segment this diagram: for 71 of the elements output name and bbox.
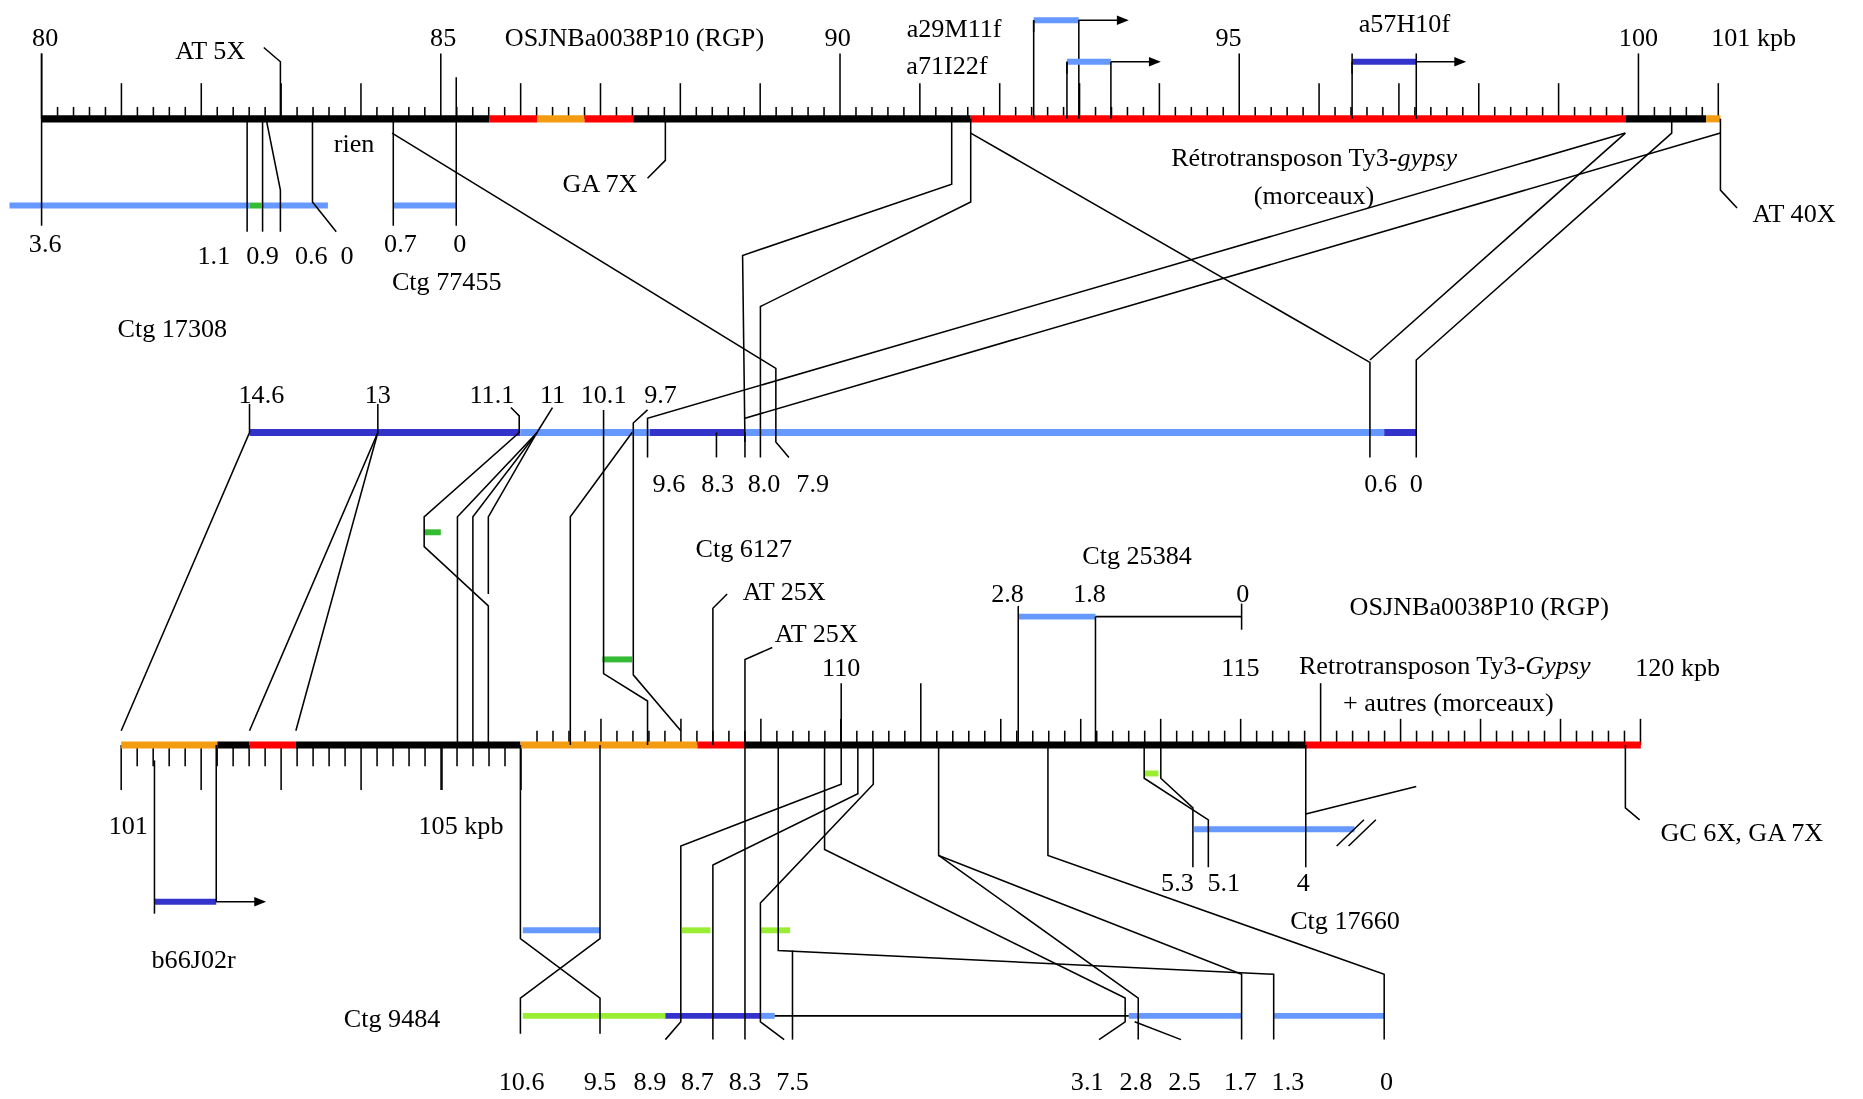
position-number: 0 [1236, 581, 1250, 608]
clone-label: OSJNBa0038P10 (RGP) [1349, 594, 1609, 621]
scale-number: 105 kpb [418, 812, 504, 839]
position-number: 9.5 [583, 1068, 617, 1095]
position-number: 8.0 [747, 470, 781, 497]
position-number: 7.9 [796, 470, 829, 497]
position-number: 4 [1296, 869, 1310, 896]
position-number: 1.7 [1224, 1068, 1257, 1095]
position-number: 9.6 [652, 470, 686, 497]
position-number: 8.7 [681, 1068, 714, 1095]
clone-label: b66J02r [151, 946, 236, 974]
position-number: 13 [364, 381, 391, 408]
clone-label: a29M11f [906, 15, 1002, 42]
position-number: 11.1 [469, 381, 515, 408]
scale-number: 101 kpb [1711, 24, 1797, 52]
contig-label: Ctg 6127 [695, 535, 793, 562]
position-number: 1.1 [197, 242, 231, 269]
annotation-label: (morceaux) [1253, 182, 1375, 210]
position-number: 7.5 [776, 1068, 809, 1095]
clone-label: OSJNBa0038P10 (RGP) [504, 24, 765, 52]
position-number: 11 [539, 381, 566, 408]
position-number: 3.6 [28, 230, 62, 257]
scale-number: 85 [430, 24, 457, 52]
position-number: 0.6 [294, 242, 328, 269]
contig-label: Ctg 9484 [343, 1005, 441, 1032]
position-number: 3.1 [1070, 1068, 1104, 1095]
clone-label: a57H10f [1358, 10, 1451, 37]
position-number: 0.9 [246, 242, 279, 269]
scale-number: 80 [32, 24, 59, 52]
contig-label: Ctg 17660 [1290, 907, 1400, 934]
position-number: 8.9 [633, 1068, 667, 1095]
scale-number: 115 [1221, 654, 1260, 681]
scale-number: 95 [1215, 24, 1242, 52]
repeat-label: AT 40X [1752, 200, 1836, 227]
position-number: 0.7 [384, 230, 417, 257]
position-number: 0 [453, 230, 467, 257]
annotation-label: Rétrotransposon Ty3-gypsy [1171, 144, 1458, 172]
position-number: 1.3 [1271, 1068, 1305, 1095]
scale-number: 110 [822, 654, 861, 681]
position-number: 0 [1409, 470, 1423, 497]
annotation-label: Retrotransposon Ty3-Gypsy [1298, 652, 1591, 679]
scale-number: 120 kpb [1635, 654, 1721, 681]
position-number: 9.7 [644, 381, 677, 408]
position-number: 2.5 [1168, 1068, 1201, 1095]
repeat-label: AT 25X [742, 578, 826, 605]
repeat-label: AT 5X [175, 38, 246, 65]
contig-label: Ctg 77455 [391, 268, 502, 295]
scale-number: 90 [824, 24, 851, 52]
position-number: 5.1 [1207, 869, 1241, 896]
annotation-label: + autres (morceaux) [1343, 689, 1554, 716]
position-number: 14.6 [238, 381, 285, 408]
repeat-label: GA 7X [562, 171, 638, 198]
repeat-label: GC 6X, GA 7X [1660, 819, 1824, 846]
position-number: 2.8 [1119, 1068, 1153, 1095]
note: rien [333, 130, 375, 157]
scale-number: 100 [1618, 24, 1659, 52]
contig-label: Ctg 25384 [1082, 543, 1192, 570]
position-number: 1.8 [1073, 581, 1106, 608]
scale-number: 101 [108, 812, 148, 839]
position-number: 8.3 [701, 470, 734, 497]
position-number: 5.3 [1161, 869, 1194, 896]
clone-label: a71I22f [906, 52, 988, 79]
position-number: 10.6 [498, 1068, 545, 1095]
contig-label: Ctg 17308 [117, 316, 228, 343]
position-number: 0 [1380, 1068, 1394, 1095]
repeat-label: AT 25X [774, 620, 858, 647]
position-number: 0 [340, 242, 354, 269]
position-number: 10.1 [580, 381, 627, 408]
position-number: 2.8 [991, 581, 1024, 608]
position-number: 0.6 [1364, 470, 1397, 497]
position-number: 8.3 [728, 1068, 762, 1095]
